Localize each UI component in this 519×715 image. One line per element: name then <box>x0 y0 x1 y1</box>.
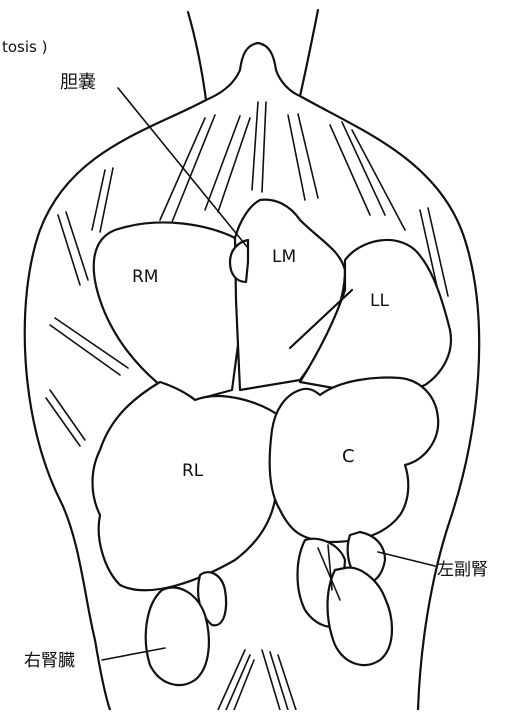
lobe-rl <box>93 382 286 590</box>
label-c: C <box>342 446 355 467</box>
bottom-vessels <box>218 650 296 710</box>
label-ll: LL <box>370 291 389 311</box>
label-left-adrenal: 左副腎 <box>437 560 488 580</box>
label-rl: RL <box>182 461 204 481</box>
caption-fragment: tosis ) <box>2 38 47 56</box>
label-lm: LM <box>272 247 296 267</box>
label-right-kidney: 右腎臓 <box>24 651 75 671</box>
label-gallbladder: 胆嚢 <box>60 72 96 93</box>
xiphoid-outline <box>206 43 300 100</box>
label-rm: RM <box>132 267 158 287</box>
lobe-rm <box>94 222 240 400</box>
left-adrenal-leader <box>378 552 435 566</box>
